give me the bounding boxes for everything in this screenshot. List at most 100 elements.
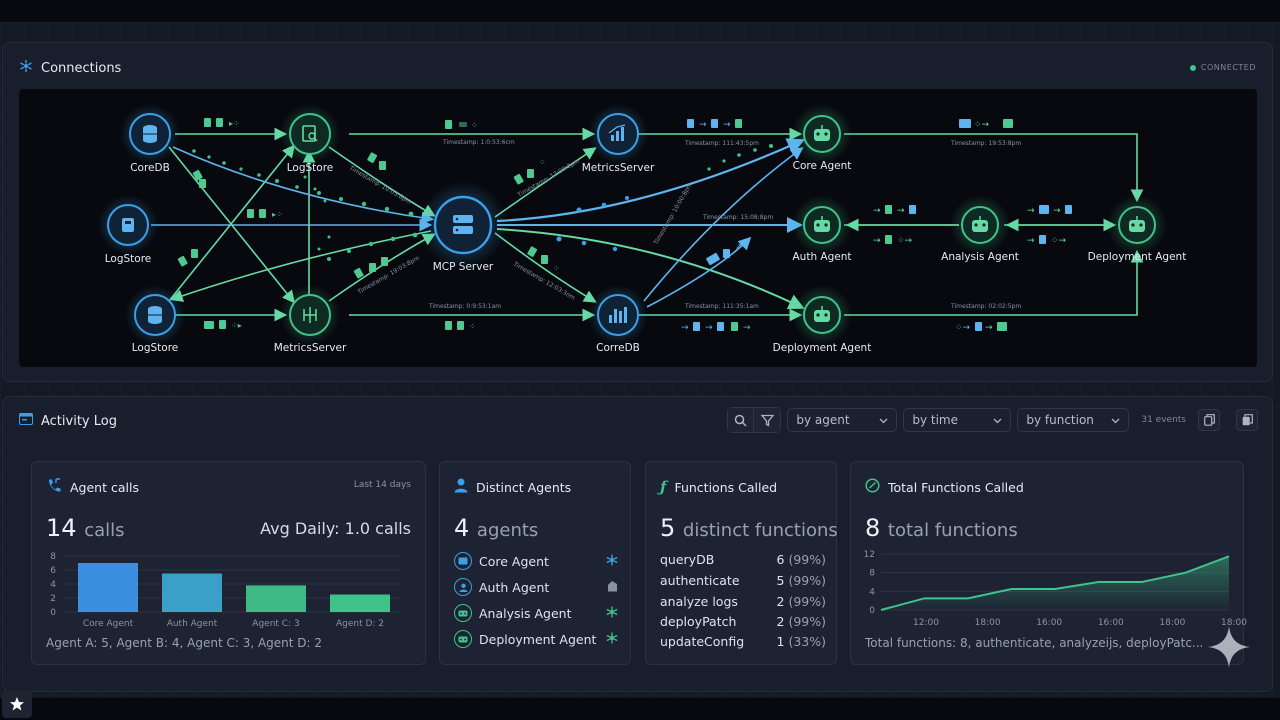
agent-list-item[interactable]: Analysis Agent: [454, 603, 618, 623]
node-label-corredb: CorreDB: [596, 342, 640, 354]
function-count: 2: [776, 614, 785, 629]
filter-button[interactable]: [754, 408, 781, 432]
x-tick-label: Agent D: 2: [336, 619, 384, 629]
y-tick-label: 2: [50, 594, 56, 604]
node-mcp-server[interactable]: [419, 181, 507, 269]
svg-text:⁘→: ⁘→: [897, 236, 913, 246]
edge-mcp-core: [496, 138, 806, 223]
node-label-analysis-agent: Analysis Agent: [941, 251, 1019, 263]
distinct-agents-card: Distinct Agents 4 agents Core Agent Auth…: [439, 461, 631, 665]
edge-corredb-core: [643, 147, 804, 302]
event-count: 31 events: [1141, 415, 1186, 425]
x-tick-label: 18:00: [975, 618, 1001, 628]
functions-called-title: Functions Called: [674, 479, 778, 495]
node-corredb[interactable]: [588, 285, 648, 345]
timestamp-label: Timestamp: 1:0:53:6cm: [442, 139, 515, 146]
activity-log-header: Activity Log: [19, 413, 117, 429]
functions-called-header: ƒ Functions Called: [660, 478, 777, 496]
function-row[interactable]: authenticate 5 (99%): [660, 573, 826, 588]
status-text: CONNECTED: [1200, 63, 1256, 72]
total-functions-header: Total Functions Called: [865, 478, 1024, 496]
agent-calls-card: Agent calls Last 14 days 14 calls Avg Da…: [31, 461, 426, 665]
node-logstore-mid[interactable]: [98, 195, 158, 255]
distinct-agents-title: Distinct Agents: [476, 479, 572, 495]
total-functions-total: 8 total functions: [865, 514, 1018, 542]
network-icon: [19, 59, 33, 77]
agent-calls-footer: Agent A: 5, Agent B: 4, Agent C: 3, Agen…: [46, 636, 323, 650]
function-name: analyze logs: [660, 594, 738, 609]
svg-text:⁘: ⁘: [553, 264, 560, 273]
node-analysis-agent[interactable]: [950, 195, 1010, 255]
robot-icon: [814, 216, 830, 232]
x-tick-label: Auth Agent: [167, 619, 218, 629]
bar-chart-icon: [609, 307, 627, 323]
connections-header: Connections: [19, 59, 121, 77]
copy-icon: [1203, 414, 1215, 426]
timestamp-label: Timestamp: 10:00:8pm: [652, 182, 694, 247]
chip-icon: [454, 552, 472, 570]
agent-list-item[interactable]: Core Agent: [454, 551, 618, 571]
node-label-metrics-top: MetricsServer: [581, 162, 655, 174]
total-functions-unit: total functions: [887, 520, 1018, 541]
agent-list-item[interactable]: Deployment Agent: [454, 629, 618, 649]
filter-by-agent[interactable]: by agent: [787, 408, 898, 432]
node-label-auth-agent: Auth Agent: [792, 251, 852, 263]
robot-icon: [972, 216, 988, 232]
y-tick-label: 0: [50, 608, 56, 618]
agent-name: Core Agent: [479, 553, 549, 569]
filter-by-function[interactable]: by function: [1017, 408, 1130, 432]
function-pct: (99%): [788, 614, 826, 629]
node-coredb[interactable]: [120, 104, 180, 164]
edge-corredb-auth: [646, 236, 752, 308]
copy-button[interactable]: [1198, 409, 1220, 431]
node-metrics-bot[interactable]: [280, 285, 340, 345]
area-fill: [881, 556, 1229, 610]
node-logstore-top[interactable]: [280, 104, 340, 164]
function-pct: (99%): [788, 594, 826, 609]
node-auth-agent[interactable]: [792, 195, 852, 255]
timestamp-label: Timestamp: 10:03:8pm: [347, 164, 412, 206]
svg-text:⁘: ⁘: [469, 322, 476, 331]
node-deploy-agent-right[interactable]: [1107, 195, 1167, 255]
flow-particles-blue: [556, 196, 629, 252]
filter-by-time[interactable]: by time: [903, 408, 1012, 432]
node-core-agent[interactable]: [792, 104, 852, 164]
x-tick-label: 18:00: [1159, 618, 1185, 628]
svg-text:⁘▸: ⁘▸: [231, 321, 242, 330]
node-deploy-agent-mid[interactable]: [792, 285, 852, 345]
node-logstore-bot[interactable]: [125, 285, 185, 345]
search-button[interactable]: [728, 408, 755, 432]
x-tick-label: 16:00: [1098, 618, 1124, 628]
agent-calls-total: 14 calls: [46, 514, 125, 542]
agent-calls-header: Agent calls: [46, 478, 139, 497]
timestamp-label: Timestamp: 12:03:3om: [511, 260, 576, 302]
y-tick-label: 4: [50, 580, 56, 590]
connection-graph[interactable]: ▸⁘ ⁘▸ ▸⁘ ⁘ ⁘ ⁘ ⁘ →→ →→→ ↗ →→ →⁘→ →→: [19, 89, 1257, 367]
function-name: authenticate: [660, 573, 740, 588]
agent-calls-title: Agent calls: [70, 480, 139, 495]
svg-text:→: →: [681, 323, 689, 333]
favorite-button[interactable]: [2, 690, 32, 718]
timestamp-label: Timestamp: 12:00:2pm: [516, 157, 581, 199]
x-tick-label: 18:00: [1221, 618, 1247, 628]
export-button[interactable]: [1236, 409, 1258, 431]
function-count: 5: [776, 573, 785, 588]
connections-title: Connections: [41, 60, 122, 76]
chevron-down-icon: [993, 413, 1002, 427]
functions-called-card: ƒ Functions Called 5 distinct functions …: [645, 461, 838, 665]
function-pct: (99%): [788, 573, 826, 588]
svg-text:→: →: [985, 323, 993, 333]
edge-coredb-mcp: [172, 146, 435, 224]
filter-icon: [760, 414, 775, 427]
node-label-coredb: CoreDB: [130, 162, 170, 174]
total-functions-title: Total Functions Called: [888, 479, 1024, 495]
agent-list-item[interactable]: Auth Agent: [454, 577, 618, 597]
chevron-down-icon: [879, 413, 888, 427]
filter-time-value: by time: [912, 413, 959, 427]
node-metrics-top[interactable]: [588, 104, 648, 164]
